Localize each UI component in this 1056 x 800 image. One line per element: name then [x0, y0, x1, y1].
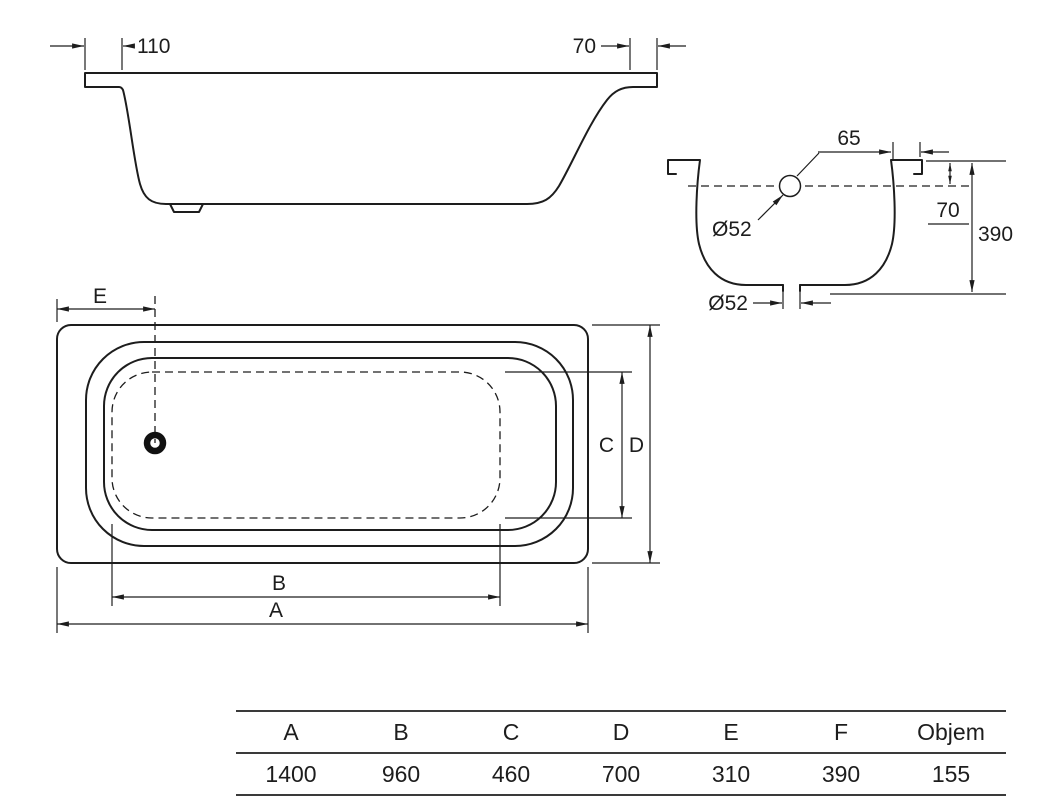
dim-65: 65: [796, 127, 949, 177]
dim-label-65: 65: [837, 127, 860, 150]
col-header-a: A: [283, 718, 299, 745]
value-c: 460: [491, 760, 531, 787]
dim-label-110: 110: [137, 35, 170, 58]
dim-70-section: 70: [926, 160, 1006, 225]
dim-label-70-section: 70: [936, 199, 959, 222]
col-header-e: E: [723, 718, 739, 745]
col-header-f: F: [833, 718, 849, 745]
col-header-c: C: [502, 718, 520, 745]
dimension-table-header: A B C D E F Objem: [236, 711, 1006, 753]
plan-view: E C D B: [56, 285, 660, 633]
dim-label-d: D: [629, 434, 644, 457]
drain-diameter-dim: Ø52: [708, 289, 831, 315]
dim-label-a: A: [269, 599, 283, 622]
tub-outer-rect: [56, 324, 589, 564]
value-b: 960: [381, 760, 421, 787]
value-d: 700: [601, 760, 641, 787]
value-objem: 155: [931, 760, 971, 787]
dimension-table: A B C D E F Objem 1400 960 460 700 310 3…: [236, 710, 1006, 796]
drain-diameter-label: Ø52: [708, 292, 748, 315]
side-view: 110 70: [50, 35, 686, 213]
dim-label-b: B: [272, 572, 286, 595]
overflow-diameter-callout: Ø52: [712, 194, 784, 241]
dim-390: 390: [830, 163, 1013, 295]
tub-section-outline: [667, 159, 923, 286]
bathtub-technical-drawing: 110 70 65: [50, 35, 1013, 633]
header-row: A B C D E F Objem: [236, 711, 1006, 753]
dim-a: A: [56, 567, 589, 633]
dim-b: B: [111, 524, 501, 606]
overflow-diameter-label: Ø52: [712, 218, 752, 241]
value-row: 1400 960 460 700 310 390 155: [236, 753, 1006, 795]
dim-e: E: [56, 285, 155, 322]
dim-110: 110: [50, 35, 170, 70]
overflow-hole: [778, 174, 802, 198]
drain-symbol: [143, 431, 167, 455]
col-header-objem: Objem: [917, 718, 985, 745]
value-f: 390: [821, 760, 861, 787]
tub-rim-outer: [85, 341, 574, 547]
dim-label-e: E: [93, 285, 107, 308]
leader-line: [796, 152, 820, 177]
col-header-d: D: [612, 718, 630, 745]
dim-c: C: [505, 371, 632, 519]
dim-70-side: 70: [573, 35, 686, 70]
value-e: 310: [711, 760, 751, 787]
tub-foot: [169, 203, 204, 213]
dim-label-c: C: [599, 434, 614, 457]
value-a: 1400: [265, 760, 317, 787]
dim-d: D: [592, 324, 660, 564]
tub-profile-outline: [84, 72, 658, 205]
tub-rim-inner: [103, 357, 557, 531]
dim-label-390: 390: [978, 223, 1013, 246]
col-header-b: B: [393, 718, 409, 745]
dim-label-70-side: 70: [573, 35, 596, 58]
leader-line: [757, 194, 784, 221]
tub-bottom-hidden-edge: [111, 371, 501, 519]
cross-section-view: 65 Ø52 70 390 Ø52: [667, 127, 1013, 315]
